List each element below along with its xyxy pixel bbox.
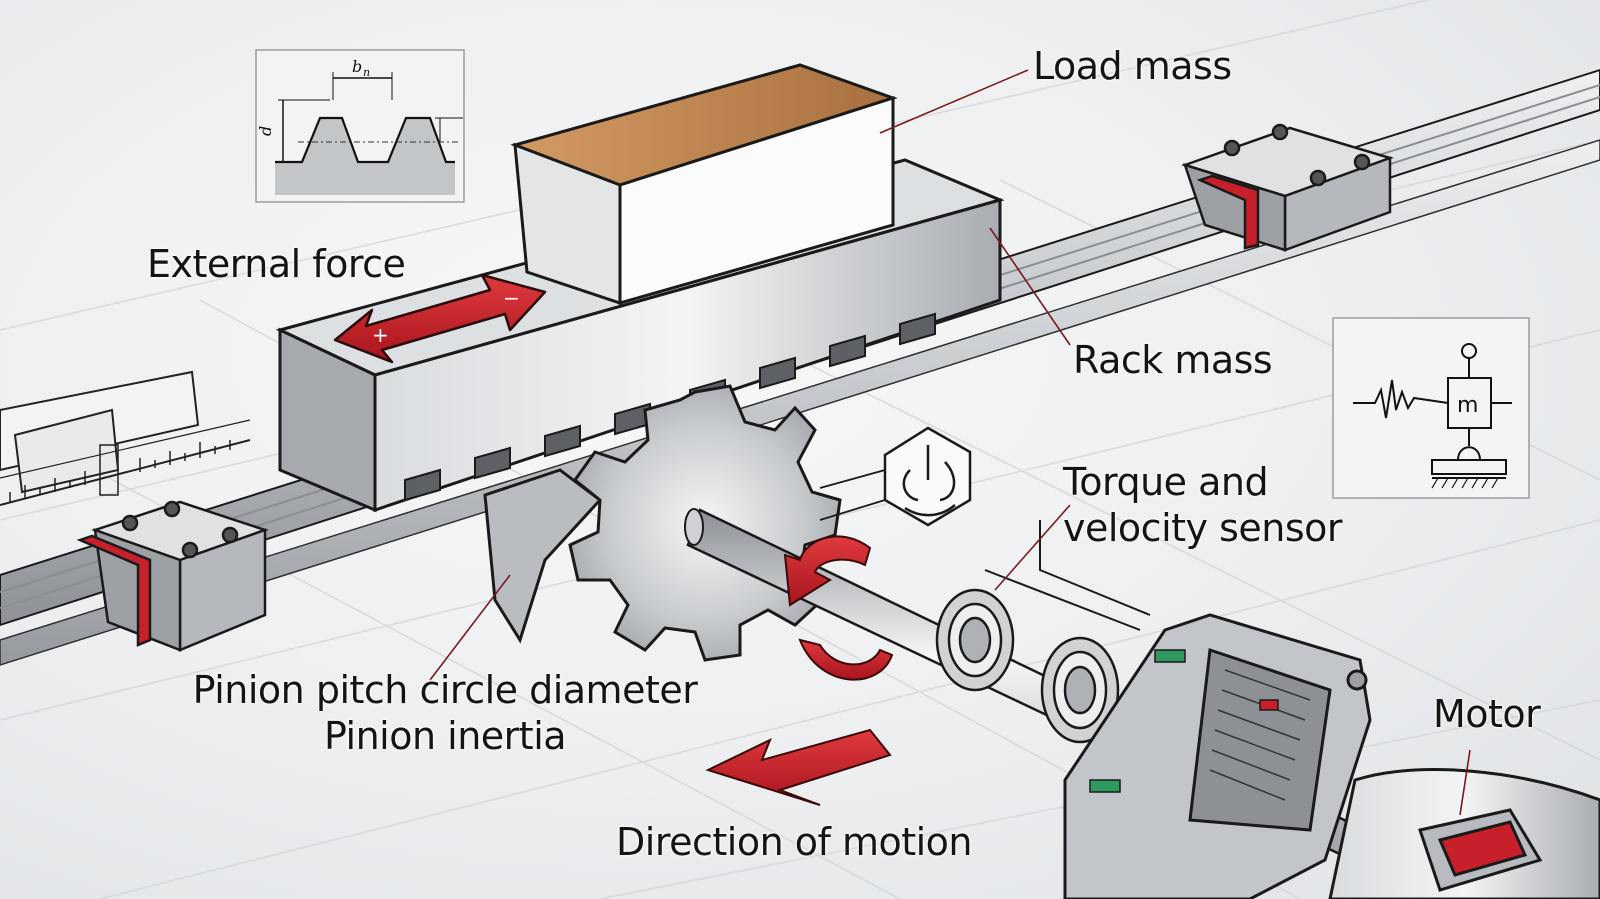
guide-carriage-left [76, 500, 269, 652]
bearing-1 [935, 588, 1015, 692]
rotation-sensor-icon [819, 426, 1151, 631]
force-negative-sign: − [503, 286, 520, 310]
load-mass-box [510, 63, 898, 306]
direction-arrow-icon [705, 728, 892, 806]
label-load-mass: Load mass [1033, 44, 1232, 88]
gearbox-housing [1063, 613, 1372, 899]
guide-carriage-right [1181, 123, 1394, 252]
leader-lines [429, 69, 1471, 816]
bearing-2 [1040, 636, 1120, 744]
leader-torque-sensor [994, 504, 1071, 591]
tooth-profile-inset: b n d [255, 49, 465, 203]
leader-rack-mass [989, 227, 1071, 346]
tooth-depth-symbol: d [256, 126, 275, 136]
linear-guide-rail-back [0, 139, 1600, 666]
label-rack-mass: Rack mass [1073, 338, 1273, 382]
tooth-width-subscript: n [363, 66, 370, 79]
label-external-force: External force [147, 242, 406, 286]
label-motor: Motor [1433, 692, 1541, 736]
label-direction-of-motion: Direction of motion [616, 820, 973, 864]
leader-motor [1459, 749, 1471, 816]
force-arrow-icon: + − [333, 273, 547, 364]
label-pinion-inertia: Pinion inertia [323, 714, 567, 758]
label-pinion-pitch-diameter: Pinion pitch circle diameter [192, 668, 698, 712]
tooth-width-symbol: b [352, 57, 362, 76]
leader-pinion [429, 574, 511, 681]
motor [1328, 768, 1600, 899]
label-torque-sensor-line1: Torque and [1063, 460, 1269, 504]
leader-load-mass [879, 69, 1029, 134]
force-positive-sign: + [372, 323, 389, 347]
label-torque-sensor-line2: velocity sensor [1063, 506, 1343, 550]
background-linear-scale-sketch [0, 370, 251, 506]
mass-symbol: m [1457, 393, 1478, 418]
rotation-arrow-icon [783, 535, 894, 681]
mass-spring-inset: m [1332, 317, 1530, 499]
